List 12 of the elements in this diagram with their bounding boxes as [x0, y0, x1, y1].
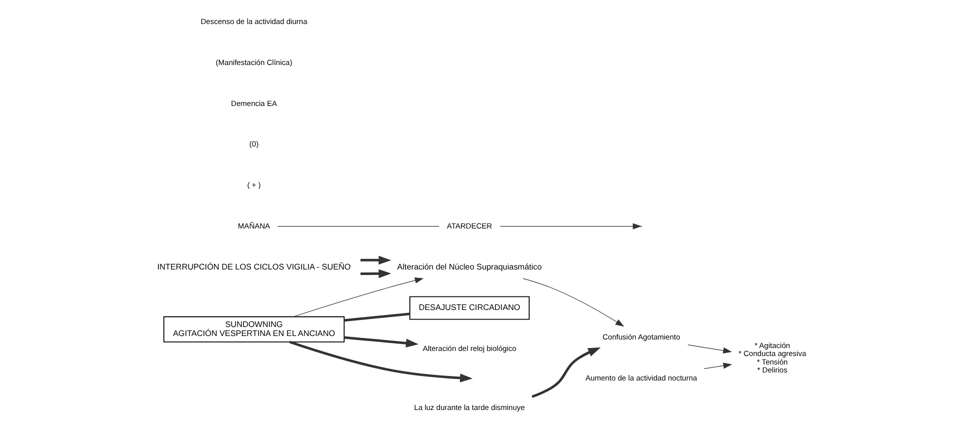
- connector: [277, 226, 440, 227]
- arrow: [688, 344, 732, 354]
- arrow: [360, 269, 392, 278]
- connector: [344, 312, 410, 322]
- arrow: [500, 223, 642, 230]
- arrow: [704, 362, 732, 370]
- arrow: [289, 340, 473, 382]
- arrow: [344, 336, 419, 348]
- arrow: [360, 256, 392, 265]
- arrow: [532, 347, 601, 398]
- arrow: [522, 278, 624, 327]
- arrow: [292, 277, 424, 318]
